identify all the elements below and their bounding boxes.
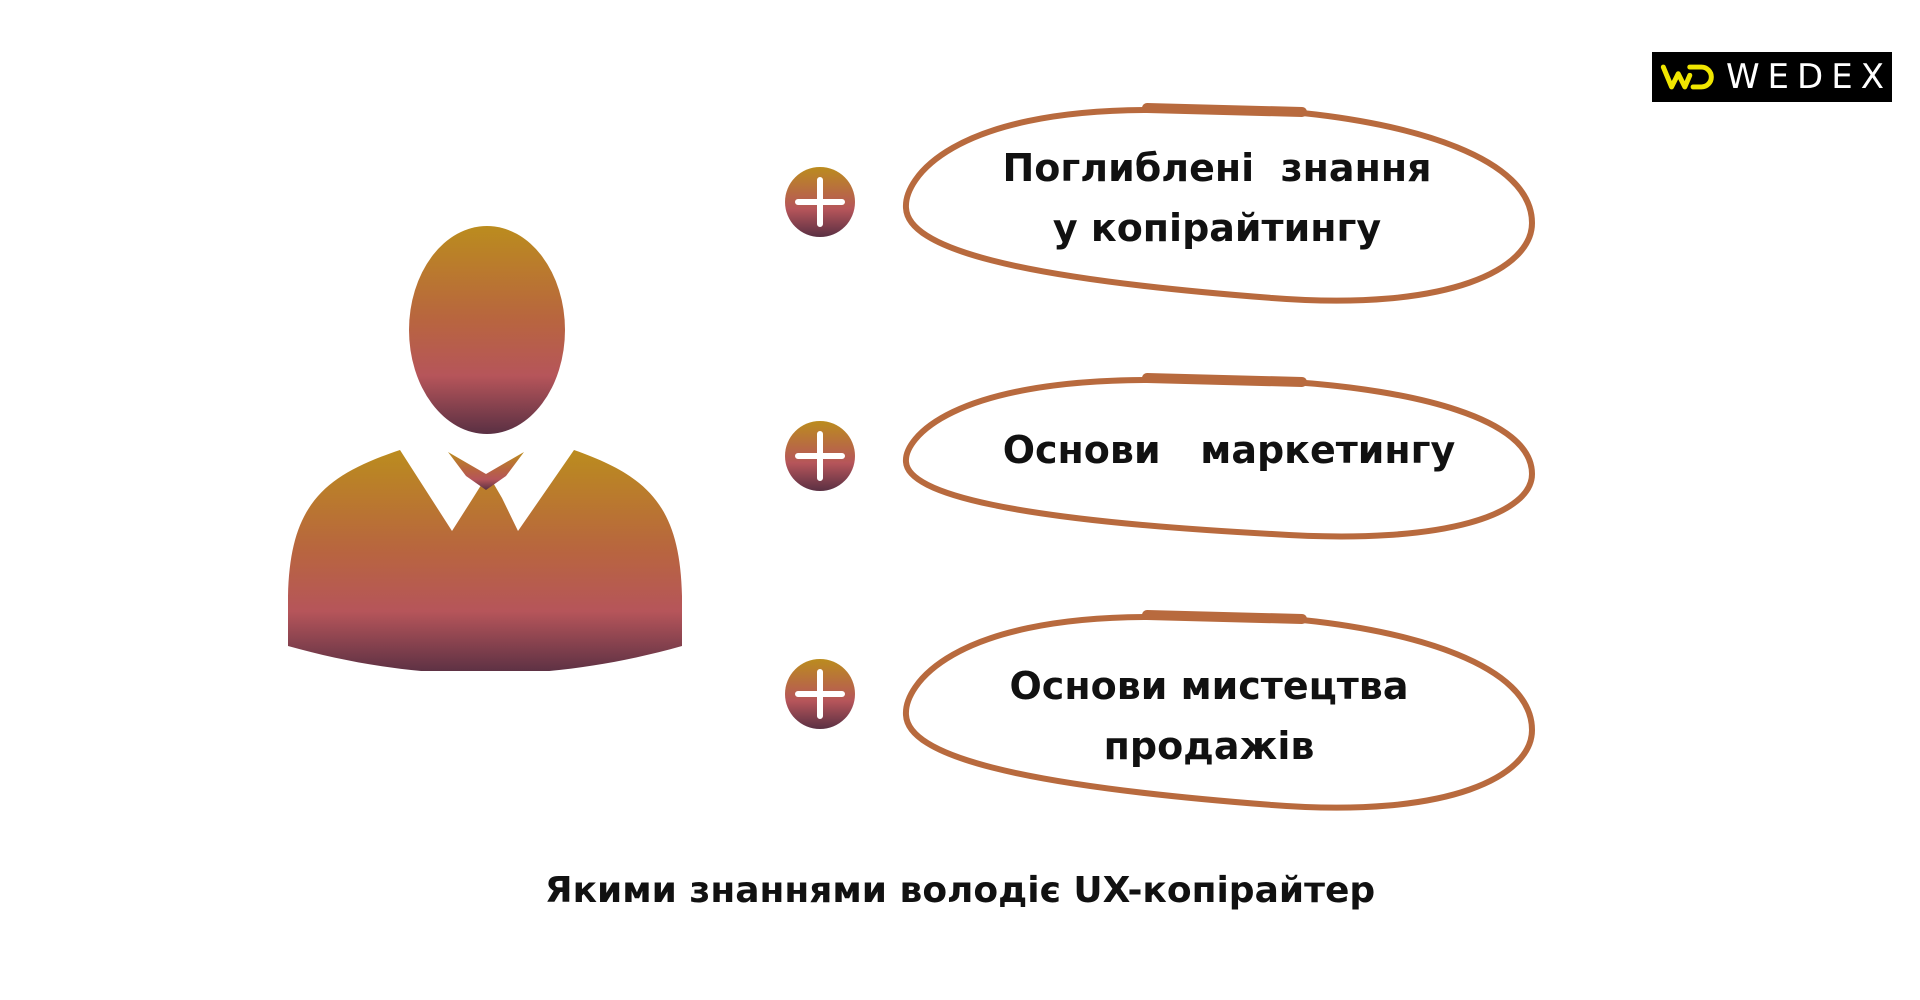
caption: Якими знаннями володіє UX-копірайтер xyxy=(544,870,1376,911)
wd-logo-mark-icon xyxy=(1660,64,1714,90)
item-2-ellipse xyxy=(902,373,1536,540)
plus-icon xyxy=(785,167,855,237)
logo-text: WEDEX xyxy=(1725,57,1892,97)
item-2-label: Основи маркетингу xyxy=(1002,428,1456,472)
wedex-logo: WEDEX xyxy=(1652,52,1892,102)
item-1-ellipse xyxy=(902,103,1536,304)
item-3-label: Основи мистецтва продажів xyxy=(1009,664,1409,768)
person-silhouette-icon xyxy=(288,226,682,671)
item-1-label: Поглиблені знання у копірайтингу xyxy=(1002,146,1432,250)
plus-icon xyxy=(785,421,855,491)
plus-icon xyxy=(785,659,855,729)
item-3-ellipse xyxy=(902,610,1536,811)
